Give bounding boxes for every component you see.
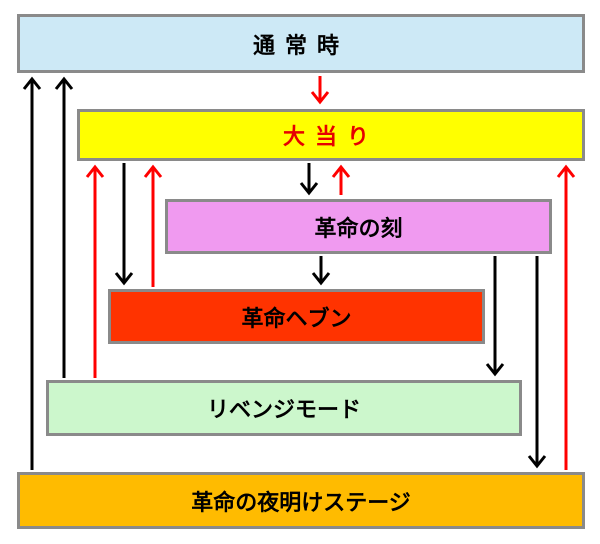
node-kakumei-heaven: 革命ヘブン <box>108 289 485 344</box>
arrow-koku-to-revenge <box>485 256 505 377</box>
node-dawn-stage-label: 革命の夜明けステージ <box>191 490 411 516</box>
arrow-jackpot-to-heaven <box>114 163 134 286</box>
arrow-koku-to-jackpot <box>331 164 351 195</box>
node-dawn-stage: 革命の夜明けステージ <box>17 472 585 529</box>
arrow-jackpot-to-koku <box>299 163 319 196</box>
node-jackpot-label: 大当り <box>282 125 379 150</box>
arrow-koku-to-dawn <box>527 256 547 469</box>
node-kakumei-heaven-label: 革命ヘブン <box>241 306 352 332</box>
arrow-normal-to-jackpot <box>310 76 330 105</box>
node-normal-label: 通常時 <box>252 33 349 59</box>
arrow-revenge-to-jackpot <box>85 164 105 378</box>
arrow-koku-to-heaven <box>311 256 331 286</box>
node-kakumei-no-koku-label: 革命の刻 <box>314 216 403 242</box>
node-revenge-mode: リベンジモード <box>46 380 522 436</box>
node-kakumei-no-koku: 革命の刻 <box>165 199 552 254</box>
node-normal: 通常時 <box>17 14 585 73</box>
arrow-heaven-to-jackpot <box>143 164 163 287</box>
node-revenge-mode-label: リベンジモード <box>206 398 361 423</box>
node-jackpot: 大当り <box>77 109 585 161</box>
arrow-revenge-to-normal <box>54 76 74 378</box>
arrow-dawn-to-normal <box>22 76 42 470</box>
arrow-dawn-to-jackpot <box>556 164 576 470</box>
